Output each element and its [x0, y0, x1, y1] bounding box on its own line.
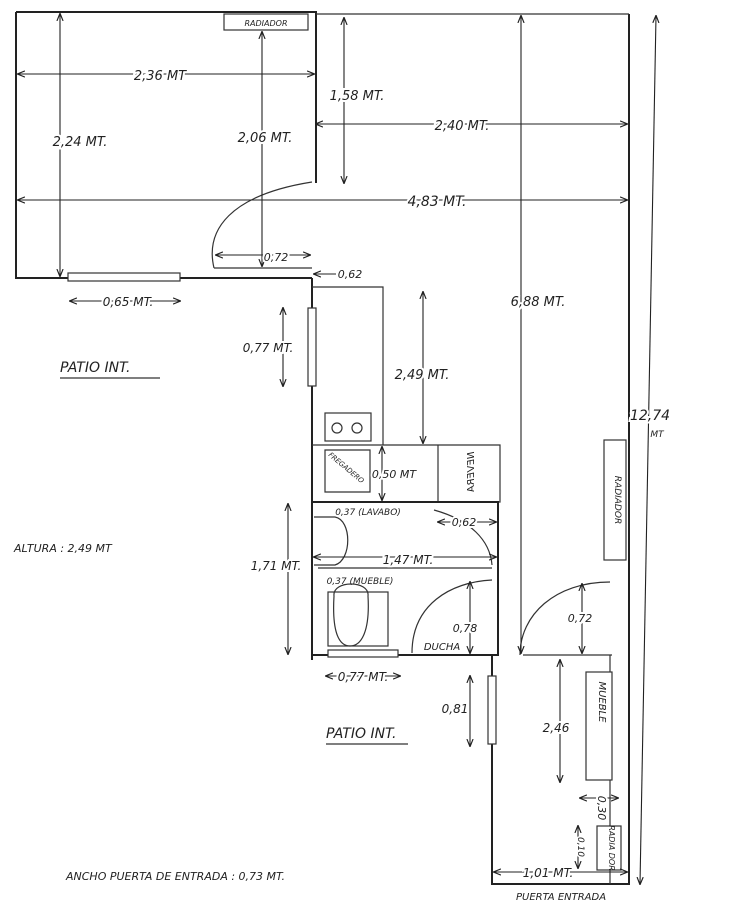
room-label-patio-bottom: PATIO INT.: [326, 726, 396, 742]
sink-bowl: [324, 449, 371, 493]
wall-bathroom: [312, 501, 499, 656]
fregadero-label: FREGADERO: [327, 451, 366, 486]
note-altura: ALTURA : 2,49 MT: [13, 542, 113, 555]
dim-label-1274-unit: MT: [650, 430, 665, 440]
radiador-right-box: [603, 439, 627, 561]
room-labels: PATIO INT. PATIO INT.: [60, 360, 408, 745]
dim-label-062b: 0,62: [452, 516, 477, 529]
dim-label-171: 1,71 MT.: [251, 559, 302, 573]
dimension-labels: 2,36 MT 2,24 MT. 2,06 MT. 1,58 MT. 2,40 …: [51, 67, 672, 882]
mueble-bath-label: 0,37 (MUEBLE): [327, 577, 394, 587]
mueble-right-label: MUEBLE: [596, 681, 607, 723]
mueble-right-box: [585, 671, 613, 781]
dim-line-1274: [640, 16, 656, 884]
dim-label-030: 0,30: [595, 796, 608, 821]
dim-label-072a: 0,72: [264, 251, 289, 264]
washbasin: [314, 516, 349, 566]
dim-label-688: 6,88 MT.: [511, 295, 566, 310]
toilet: [333, 583, 369, 647]
doors: [211, 181, 611, 656]
dim-label-062a: 0,62: [338, 268, 363, 281]
dim-label-236: 2,36 MT: [134, 69, 187, 84]
dim-label-078: 0,78: [453, 622, 478, 635]
dim-label-101: 1,01 MT.: [523, 866, 574, 880]
dimension-lines: [18, 14, 656, 884]
window-corridor: [487, 675, 497, 745]
window-kitchen: [307, 307, 317, 387]
note-ancho-puerta: ANCHO PUERTA DE ENTRADA : 0,73 MT.: [65, 870, 285, 883]
dim-label-240: 2,40 MT.: [435, 119, 490, 134]
dim-label-483: 4,83 MT.: [407, 194, 466, 210]
dim-label-010: 0,10: [575, 837, 585, 857]
dim-label-072b: 0,72: [568, 612, 593, 625]
dim-label-1274: 12,74: [630, 408, 670, 424]
radiador-top-label: RADIADOR: [244, 19, 287, 28]
door-entry: [519, 581, 611, 656]
dim-label-050: 0,50 MT: [372, 468, 417, 481]
dim-label-249: 2,49 MT.: [395, 368, 450, 383]
door-shower: [411, 579, 493, 654]
door-top-room: [211, 181, 313, 269]
stove-burner: [331, 422, 343, 434]
windows: [67, 272, 497, 745]
dim-label-147: 1,47 MT.: [383, 553, 434, 567]
dim-label-158: 1,58 MT.: [330, 89, 385, 104]
dim-label-077a: 0,77 MT.: [243, 341, 294, 355]
radiador-top-box: [223, 13, 309, 31]
toilet-tank: [327, 591, 389, 647]
wall-corridor: [312, 286, 384, 445]
dim-label-077b: 0,77 MT.: [338, 670, 389, 684]
radiador-small-box: [596, 825, 622, 871]
stove-burner: [351, 422, 363, 434]
note-puerta-entrada: PUERTA ENTRADA: [516, 892, 606, 903]
radiador-right-label: RADIADOR: [612, 476, 622, 524]
dim-label-206: 2,06 MT.: [238, 131, 293, 146]
window-top-room: [67, 272, 181, 282]
dim-label-065: 0,65 MT.: [103, 295, 154, 309]
lavabo-label: 0,37 (LAVABO): [335, 508, 401, 518]
room-label-patio-top: PATIO INT.: [60, 360, 130, 376]
dim-label-081: 0,81: [442, 702, 469, 716]
notes: ALTURA : 2,49 MT ANCHO PUERTA DE ENTRADA…: [13, 542, 606, 903]
dim-label-246: 2,46: [543, 721, 570, 735]
nevera-label: NEVERA: [466, 452, 477, 493]
radiador-small-label: RADIA DOR: [607, 825, 616, 871]
dim-label-224: 2,24 MT.: [53, 135, 108, 150]
ducha-label: DUCHA: [424, 642, 461, 653]
window-bathroom: [327, 649, 399, 658]
walls: [15, 11, 630, 885]
